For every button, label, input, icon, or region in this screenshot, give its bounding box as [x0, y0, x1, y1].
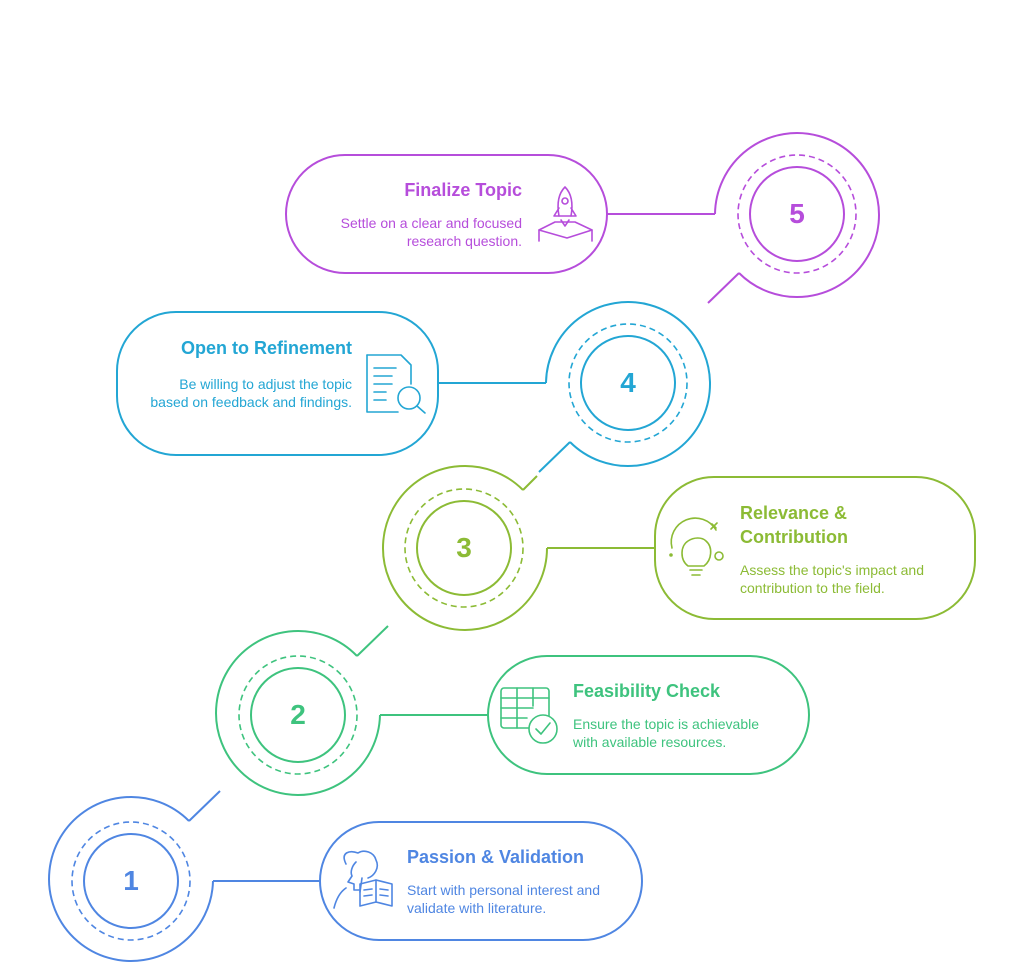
lightbulb-icon [669, 517, 724, 576]
step-2-title: Feasibility Check [573, 681, 721, 701]
step-2-card-border [487, 655, 810, 775]
step-4-title: Open to Refinement [180, 338, 352, 358]
step-4-description: Be willing to adjust the topic based on … [150, 376, 352, 410]
table-check-icon [500, 687, 558, 744]
step-4-graphic [116, 301, 711, 473]
step-5-ring [714, 132, 880, 298]
step-5-title: Finalize Topic [404, 180, 522, 200]
step-1-inner-circle [83, 833, 179, 929]
step-1-tail [188, 790, 221, 822]
step-3-title: Relevance & Contribution [740, 503, 848, 547]
step-4-inner-circle [580, 335, 676, 431]
step-2-inner-circle [250, 667, 346, 763]
step-5-number: 5 [789, 198, 805, 229]
step-5-dashed-ring [737, 154, 857, 274]
step-4-tail [538, 441, 571, 473]
step-5-description: Settle on a clear and focused research q… [340, 215, 522, 249]
step-1-number: 1 [123, 865, 139, 896]
step-3-ring [382, 465, 548, 631]
step-5-inner-circle [749, 166, 845, 262]
step-1-ring [48, 796, 214, 962]
step-3-tail [522, 475, 538, 491]
step-4-card-border [116, 311, 439, 456]
step-2-number: 2 [290, 699, 306, 730]
step-2-description: Ensure the topic is achievable with avai… [573, 716, 759, 750]
step-2-dashed-ring [238, 655, 358, 775]
step-2-graphic [215, 625, 810, 796]
rocket-launch-icon [538, 186, 593, 242]
step-5-tail [707, 272, 740, 304]
step-1-dashed-ring [71, 821, 191, 941]
step-3-dashed-ring [404, 488, 524, 608]
step-3-card-border [654, 476, 976, 620]
step-1-description: Start with personal interest and validat… [407, 882, 600, 916]
step-3-description: Assess the topic's impact and contributi… [740, 562, 924, 596]
step-1-title: Passion & Validation [407, 847, 585, 867]
step-3-graphic [382, 465, 976, 631]
document-search-icon [366, 354, 426, 414]
step-4-number: 4 [620, 367, 636, 398]
step-4-dashed-ring [568, 323, 688, 443]
step-5-card-border [285, 154, 608, 274]
step-5-graphic [285, 132, 880, 304]
step-1-card-border [319, 821, 643, 941]
step-3-number: 3 [456, 532, 472, 563]
step-2-tail [356, 625, 389, 657]
step-4-ring [545, 301, 711, 467]
step-2-ring [215, 629, 381, 796]
step-3-inner-circle [416, 500, 512, 596]
step-1-graphic [48, 790, 643, 962]
reading-person-icon [333, 850, 393, 909]
